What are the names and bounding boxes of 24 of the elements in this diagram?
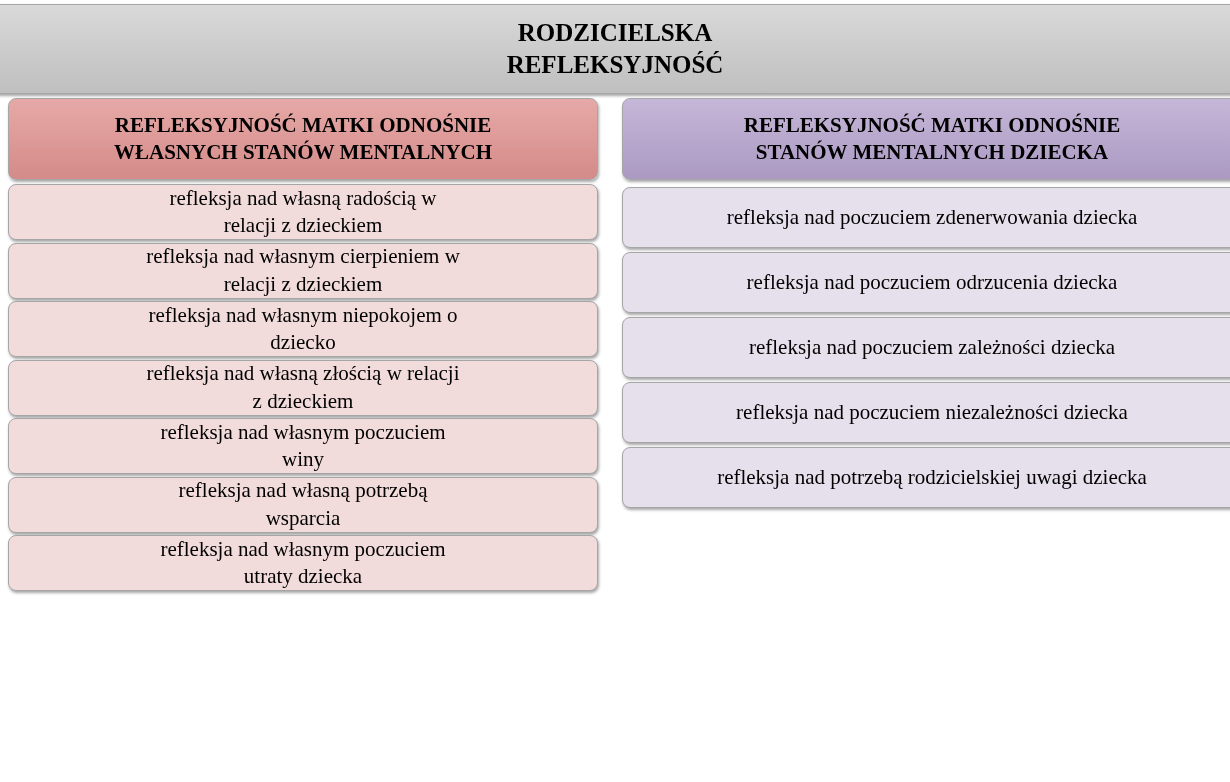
item-text: refleksja nad potrzebą rodzicielskiej uwagi dziecka [717,463,1147,491]
item-box [622,382,1230,443]
item-box [622,187,1230,248]
item-box [8,242,598,299]
item-box [8,359,598,416]
item-box [622,317,1230,378]
item-text: refleksja nad poczuciem niezależności dziecka [736,398,1128,426]
item-box [8,301,598,357]
item-box [8,535,598,591]
category-header [622,98,1230,180]
heading-text: REFLEKSYJNOŚĆ MATKI ODNOŚNIE STANÓW MENTALNYCH DZIECKA [742,111,1122,166]
heading-text: REFLEKSYJNOŚĆ MATKI ODNOŚNIE WŁASNYCH STANÓW MENTALNYCH [112,111,493,166]
item-box [622,252,1230,313]
category-header [8,98,598,180]
item-text: refleksja nad poczuciem zależności dziecka [748,333,1116,361]
item-text: refleksja nad własnym poczuciem utraty dziecka [159,535,447,590]
item-box [8,418,598,474]
item-box [8,184,598,240]
heading-text: RODZICIELSKA REFLEKSYJNOŚĆ [505,17,725,80]
item-text: refleksja nad poczuciem zdenerwowania dziecka [726,203,1138,231]
item-text: refleksja nad poczuciem odrzucenia dziecka [746,268,1118,296]
title-banner [0,4,1230,94]
item-box [8,476,598,533]
item-box [622,447,1230,508]
